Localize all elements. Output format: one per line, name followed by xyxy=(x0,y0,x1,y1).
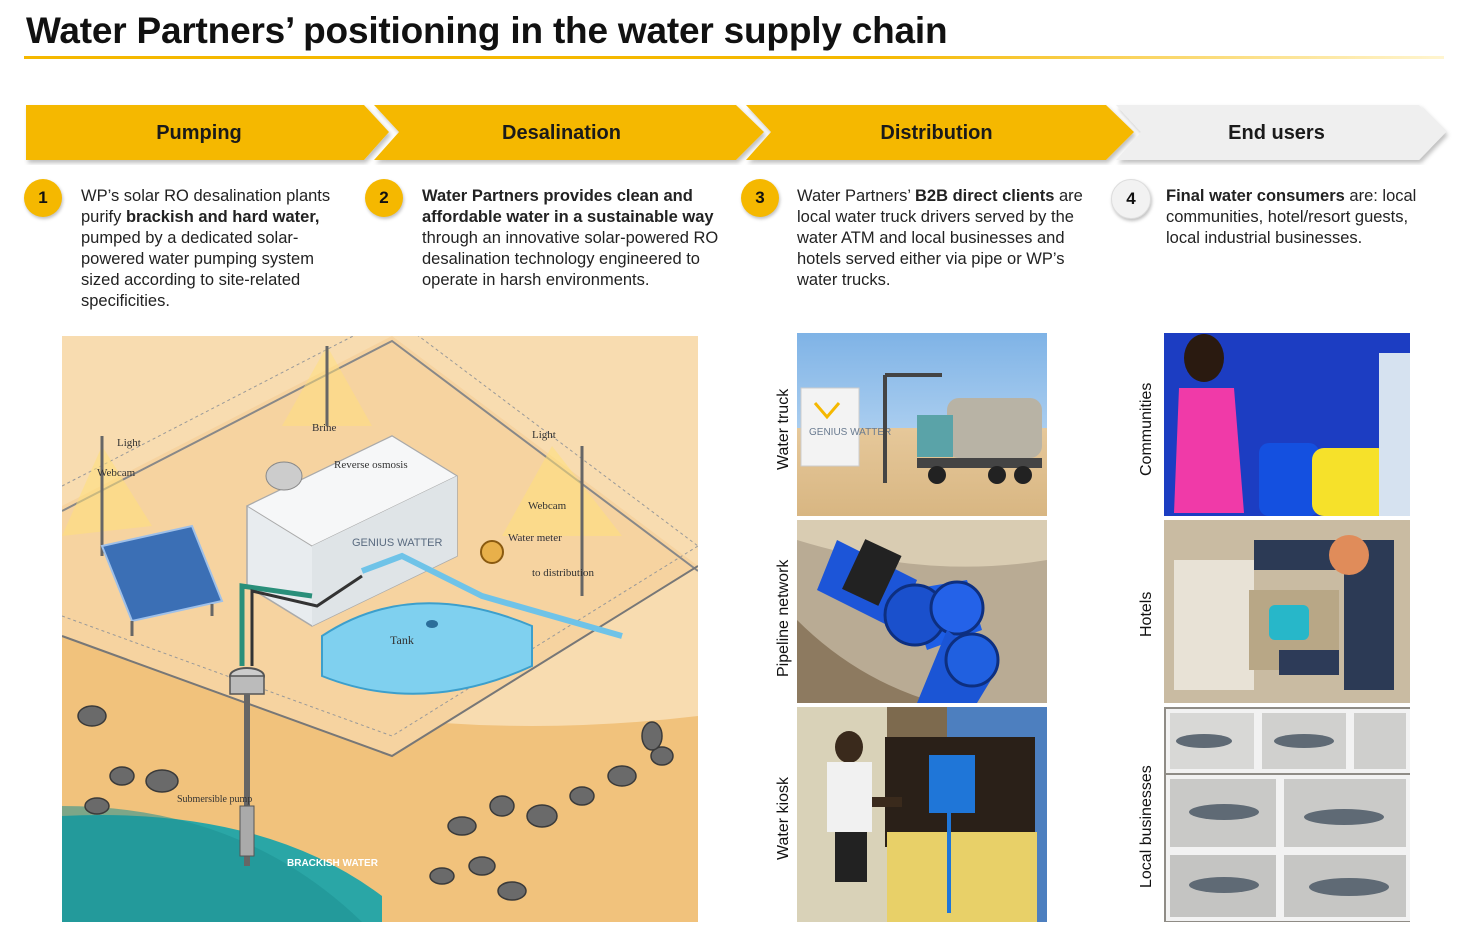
step-number-2: 2 xyxy=(365,179,403,217)
chevron-pumping xyxy=(26,105,389,160)
stage-label-desalination: Desalination xyxy=(502,122,621,144)
photo-label-water-kiosk: Water kiosk xyxy=(775,777,792,860)
step-4-text-a: are: local communities, hotel/resort gue… xyxy=(1166,187,1417,247)
stage-label-end-users: End users xyxy=(1228,122,1325,144)
tank-label: Tank xyxy=(390,633,414,647)
step-2-text-a: through an innovative solar-powered RO d… xyxy=(422,229,719,289)
brine-label: Brine xyxy=(312,422,337,434)
water-kiosk-photo xyxy=(797,707,1047,922)
brackish-water-label: BRACKISH WATER xyxy=(287,858,379,869)
stage-label-pumping: Pumping xyxy=(156,122,242,144)
genius-watter-label: GENIUS WATTER xyxy=(352,537,443,549)
photo-label-hotels: Hotels xyxy=(1138,591,1155,637)
communities-photo xyxy=(1164,333,1410,516)
water-truck-photo: GENIUS WATTER xyxy=(797,333,1047,516)
chevron-desalination xyxy=(374,105,764,160)
submersible-pump-label: Submersible pump xyxy=(177,794,252,805)
step-1-text-b: pumped by a dedicated solar-powered wate… xyxy=(81,229,314,310)
step-text-1: WP’s solar RO desalination plants purify… xyxy=(81,186,346,312)
light-right-label: Light xyxy=(532,429,556,441)
stage-label-distribution: Distribution xyxy=(880,122,993,144)
step-3-text-a: Water Partners’ xyxy=(797,187,915,205)
photo-label-water-truck: Water truck xyxy=(775,388,792,470)
webcam-left-label: Webcam xyxy=(97,467,136,479)
page-title: Water Partners’ positioning in the water… xyxy=(26,10,948,51)
webcam-right-label: Webcam xyxy=(528,500,567,512)
step-text-4: Final water consumers are: local communi… xyxy=(1166,186,1421,249)
process-chevrons: Pumping Desalination Distribution End us… xyxy=(24,103,1454,165)
photo-label-local-businesses: Local businesses xyxy=(1138,765,1155,888)
step-3-text-bold: B2B direct clients xyxy=(914,187,1055,205)
step-3-text-b: are local water truck drivers served by … xyxy=(797,187,1083,289)
step-2-text-bold: Water Partners provides clean and afford… xyxy=(422,187,714,226)
step-number-1: 1 xyxy=(24,179,62,217)
step-text-2: Water Partners provides clean and afford… xyxy=(422,186,722,291)
photo-label-communities: Communities xyxy=(1138,382,1155,476)
chevron-end-users xyxy=(1116,105,1446,160)
step-4-text-bold: Final water consumers xyxy=(1166,187,1345,205)
step-number-3: 3 xyxy=(741,179,779,217)
title-underline xyxy=(24,56,1444,59)
step-1-text-a: WP’s solar RO desalination plants purify xyxy=(81,187,331,226)
light-left-label: Light xyxy=(117,437,141,449)
photo-label-pipeline-network: Pipeline network xyxy=(775,559,792,677)
pipeline-network-photo xyxy=(797,520,1047,703)
step-text-3: Water Partners’ B2B direct clients are l… xyxy=(797,186,1087,291)
hotels-photo xyxy=(1164,520,1410,703)
local-businesses-photo xyxy=(1164,707,1410,922)
genius-sign-text: GENIUS WATTER xyxy=(809,427,891,438)
water-meter-label: Water meter xyxy=(508,532,562,544)
desalination-site-illustration: Light Light Webcam Webcam Brine Reverse … xyxy=(62,336,698,922)
chevron-distribution xyxy=(746,105,1134,160)
step-1-text-bold: brackish and hard water, xyxy=(125,208,320,226)
reverse-osmosis-label: Reverse osmosis xyxy=(334,459,408,471)
step-number-4: 4 xyxy=(1111,179,1151,219)
to-distribution-label: to distribution xyxy=(532,567,595,579)
